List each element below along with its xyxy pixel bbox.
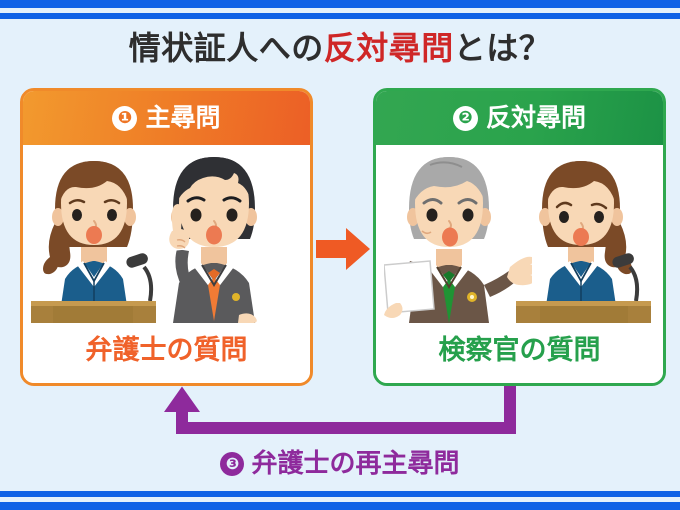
step-number-badge-3: ❸ xyxy=(220,452,245,476)
card-caption-main-examination: 弁護士の質問 xyxy=(23,325,310,383)
card-cross-examination[interactable]: ❷ 反対尋問 xyxy=(373,88,666,386)
page-title: 情状証人への反対尋問とは？ xyxy=(0,26,680,70)
title-part-two: とは？ xyxy=(453,29,552,67)
step-number-badge-1: ❶ xyxy=(112,106,138,131)
card-header-label-2: 反対尋問 xyxy=(485,103,586,132)
card-illustration-cross-examination xyxy=(376,145,663,325)
figure-witness-woman-left xyxy=(31,161,156,323)
microphone-icon xyxy=(612,253,640,302)
card-header-cross-examination: ❷ 反対尋問 xyxy=(376,91,663,145)
figure-witness-woman-right xyxy=(516,161,651,323)
card-header-main-examination: ❶ 主尋問 xyxy=(23,91,310,145)
title-highlight: 反対尋問 xyxy=(323,29,454,67)
return-arrow-icon xyxy=(164,386,516,434)
top-rule-outer xyxy=(0,0,680,8)
figure-prosecutor xyxy=(384,157,532,323)
card-header-label-1: 主尋問 xyxy=(145,103,221,132)
bottom-rule-outer xyxy=(0,502,680,510)
card-main-examination[interactable]: ❶ 主尋問 xyxy=(20,88,313,386)
figure-defense-lawyer xyxy=(169,157,257,323)
card-illustration-main-examination xyxy=(23,145,310,325)
microphone-icon xyxy=(126,253,154,302)
card-caption-cross-examination: 検察官の質問 xyxy=(376,325,663,383)
title-part-one: 情状証人への xyxy=(128,29,324,67)
top-rule-inner xyxy=(0,13,680,19)
forward-arrow-icon xyxy=(316,228,370,270)
bottom-rule-inner xyxy=(0,491,680,497)
return-label-text: 弁護士の再主尋問 xyxy=(251,449,460,479)
step-number-badge-2: ❷ xyxy=(452,106,478,131)
